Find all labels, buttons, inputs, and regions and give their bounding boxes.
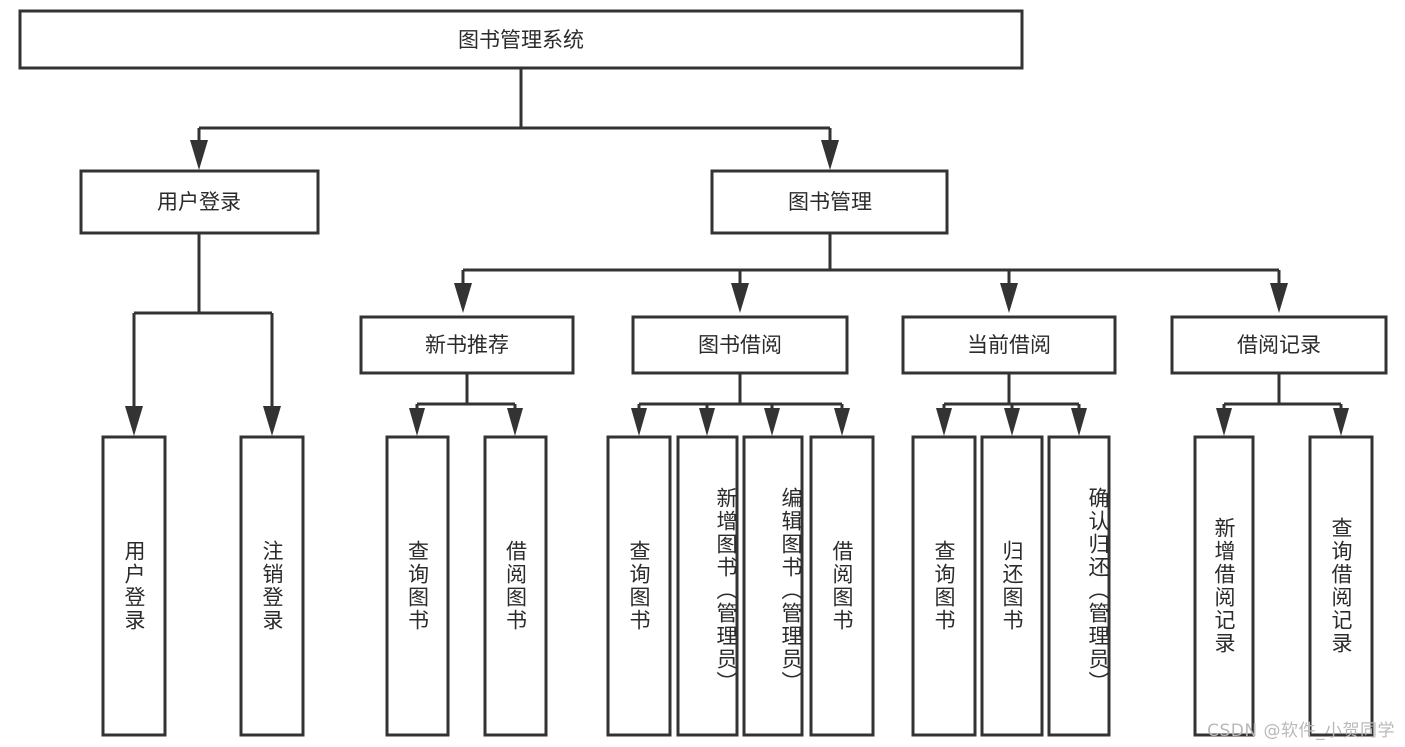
node-box-root[interactable] (18, 9, 1024, 70)
arrow-head-leaf-add-book (699, 408, 715, 436)
node-label-root: 图书管理系统 (458, 28, 584, 52)
node-box-leaf-borrow-book-2[interactable] (809, 435, 875, 737)
node-label-user-login: 用户登录 (157, 190, 241, 214)
node-box-book-borrow[interactable] (631, 315, 849, 375)
arrow-head-leaf-query-record (1333, 408, 1349, 436)
node-box-new-book-recommend[interactable] (359, 315, 575, 375)
node-box-leaf-return-book[interactable] (980, 435, 1044, 737)
arrow-head-new-book-recommend (454, 283, 472, 313)
node-label-borrow-record: 借阅记录 (1237, 333, 1321, 357)
node-label-new-book-recommend: 新书推荐 (425, 333, 509, 357)
node-label-book-manage: 图书管理 (788, 190, 872, 214)
node-box-leaf-logout-login[interactable] (239, 435, 305, 737)
arrow-head-leaf-logout-login (263, 406, 281, 436)
arrow-head-leaf-confirm-return (1071, 408, 1087, 436)
node-box-leaf-query-record[interactable] (1308, 435, 1374, 737)
arrow-head-user-login (190, 140, 208, 170)
arrow-head-leaf-edit-book (764, 408, 780, 436)
arrow-head-leaf-borrow-book-2 (834, 408, 850, 436)
arrow-head-leaf-query-book-2 (631, 408, 647, 436)
arrow-head-leaf-user-login (125, 406, 143, 436)
node-label-book-borrow: 图书借阅 (698, 333, 782, 357)
arrow-head-leaf-query-book-1 (409, 408, 425, 436)
arrow-head-leaf-query-book-3 (936, 408, 952, 436)
arrow-head-leaf-return-book (1004, 408, 1020, 436)
arrow-head-leaf-add-record (1216, 408, 1232, 436)
csdn-watermark: CSDN @软件_小贺同学 (1207, 721, 1395, 741)
node-box-leaf-borrow-book-1[interactable] (483, 435, 548, 737)
node-box-leaf-edit-book[interactable] (742, 435, 804, 737)
node-box-leaf-user-login[interactable] (101, 435, 167, 737)
node-box-leaf-query-book-3[interactable] (911, 435, 977, 737)
node-box-current-borrow[interactable] (901, 315, 1117, 375)
arrow-head-current-borrow (1000, 283, 1018, 313)
arrow-head-book-borrow (731, 283, 749, 313)
node-box-leaf-add-record[interactable] (1193, 435, 1255, 737)
node-box-borrow-record[interactable] (1170, 315, 1388, 375)
arrow-head-book-manage (821, 140, 839, 170)
node-box-leaf-add-book[interactable] (676, 435, 739, 737)
node-box-leaf-query-book-1[interactable] (385, 435, 450, 737)
node-box-book-manage[interactable] (710, 169, 949, 235)
node-box-leaf-confirm-return[interactable] (1047, 435, 1111, 737)
arrow-head-borrow-record (1270, 283, 1288, 313)
node-box-leaf-query-book-2[interactable] (606, 435, 672, 737)
arrow-head-leaf-borrow-book-1 (507, 408, 523, 436)
node-label-current-borrow: 当前借阅 (967, 333, 1051, 357)
